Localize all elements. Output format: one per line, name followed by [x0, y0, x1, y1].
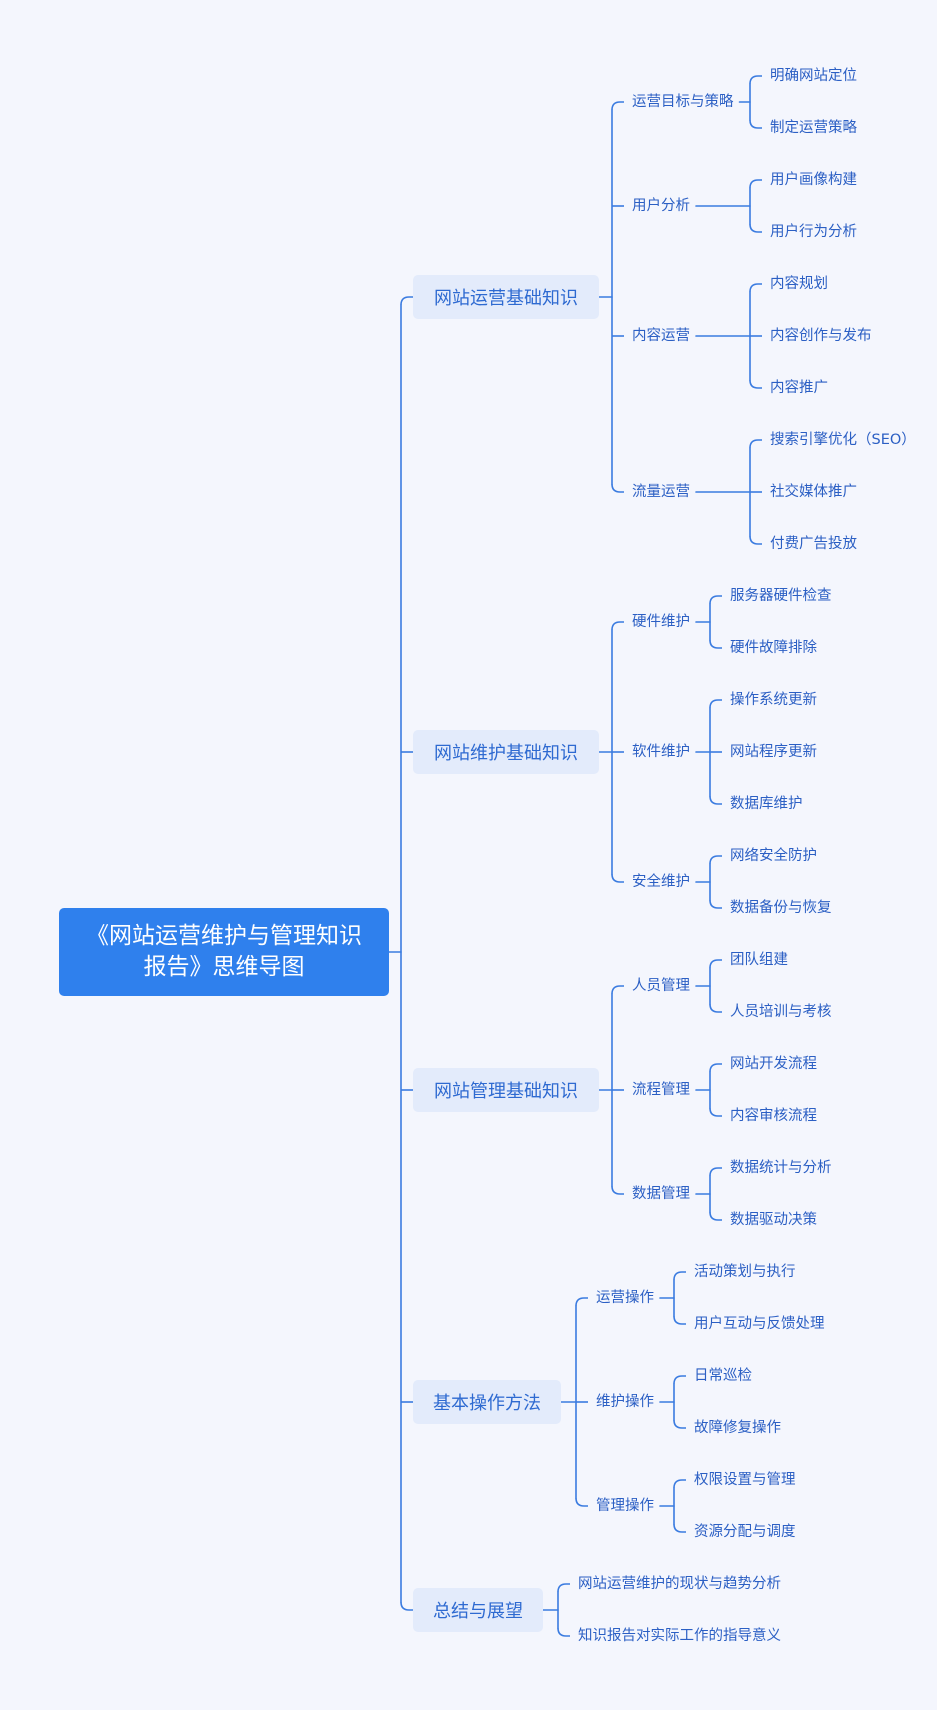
leaf-topic: 内容规划 — [770, 276, 828, 292]
leaf-topic: 明确网站定位 — [770, 68, 857, 84]
connector-branch — [749, 283, 762, 293]
connector-branch — [611, 873, 624, 883]
leaf-topic: 网站程序更新 — [730, 744, 817, 760]
connector-branch — [709, 1211, 722, 1221]
subtopic: 人员管理 — [632, 978, 690, 994]
leaf-topic: 搜索引擎优化（SEO） — [770, 432, 916, 448]
connector-branch — [749, 439, 762, 449]
leaf-topic: 数据备份与恢复 — [730, 900, 832, 916]
leaf-topic: 社交媒体推广 — [770, 484, 857, 500]
connector-branch — [557, 1627, 570, 1637]
connector-branch — [557, 1583, 570, 1593]
connector-branch — [673, 1315, 686, 1325]
connector-branch — [611, 985, 624, 995]
connector-branch — [749, 75, 762, 85]
leaf-topic: 活动策划与执行 — [694, 1264, 796, 1280]
connector-branch — [575, 1297, 588, 1307]
root-node: 《网站运营维护与管理知识报告》思维导图 — [59, 908, 389, 996]
leaf-topic: 日常巡检 — [694, 1368, 752, 1384]
connector-branch — [709, 959, 722, 969]
subtopic: 安全维护 — [632, 874, 690, 890]
branch-topic: 网站维护基础知识 — [413, 730, 599, 774]
leaf-topic: 硬件故障排除 — [730, 640, 817, 656]
leaf-topic: 故障修复操作 — [694, 1420, 781, 1436]
subtopic: 流程管理 — [632, 1082, 690, 1098]
subtopic: 数据管理 — [632, 1186, 690, 1202]
connector-branch — [749, 223, 762, 233]
connector-branch — [575, 1497, 588, 1507]
leaf-topic: 用户行为分析 — [770, 224, 857, 240]
connector-branch — [709, 899, 722, 909]
leaf-topic: 用户互动与反馈处理 — [694, 1316, 825, 1332]
connector-branch — [709, 595, 722, 605]
branch-topic: 总结与展望 — [413, 1588, 543, 1632]
subtopic: 知识报告对实际工作的指导意义 — [578, 1628, 781, 1644]
connector-branch — [749, 379, 762, 389]
subtopic: 运营操作 — [596, 1290, 654, 1306]
connector-branch — [709, 855, 722, 865]
leaf-topic: 人员培训与考核 — [730, 1004, 832, 1020]
subtopic: 流量运营 — [632, 484, 690, 500]
branch-topic: 基本操作方法 — [413, 1380, 561, 1424]
connector-branch — [709, 1003, 722, 1013]
connector-branch — [709, 1167, 722, 1177]
connector-branch — [749, 119, 762, 129]
connector-branch — [749, 535, 762, 545]
connector-branch — [611, 101, 624, 111]
leaf-topic: 网络安全防护 — [730, 848, 817, 864]
leaf-topic: 数据库维护 — [730, 796, 803, 812]
subtopic: 维护操作 — [596, 1394, 654, 1410]
branch-topic: 网站运营基础知识 — [413, 275, 599, 319]
leaf-topic: 内容创作与发布 — [770, 328, 872, 344]
leaf-topic: 网站开发流程 — [730, 1056, 817, 1072]
connector-branch — [673, 1479, 686, 1489]
leaf-topic: 内容审核流程 — [730, 1108, 817, 1124]
connector-branch — [673, 1419, 686, 1429]
branch-topic: 网站管理基础知识 — [413, 1068, 599, 1112]
leaf-topic: 权限设置与管理 — [694, 1472, 796, 1488]
connector-branch — [400, 296, 413, 306]
subtopic: 硬件维护 — [632, 614, 690, 630]
leaf-topic: 内容推广 — [770, 380, 828, 396]
subtopic: 管理操作 — [596, 1498, 654, 1514]
connector-branch — [673, 1271, 686, 1281]
leaf-topic: 操作系统更新 — [730, 692, 817, 708]
leaf-topic: 资源分配与调度 — [694, 1524, 796, 1540]
subtopic: 软件维护 — [632, 744, 690, 760]
connector-branch — [709, 1107, 722, 1117]
leaf-topic: 付费广告投放 — [770, 536, 857, 552]
subtopic: 用户分析 — [632, 198, 690, 214]
connector-branch — [611, 483, 624, 493]
connector-branch — [709, 795, 722, 805]
connector-branch — [611, 621, 624, 631]
subtopic: 内容运营 — [632, 328, 690, 344]
leaf-topic: 服务器硬件检查 — [730, 588, 832, 604]
connector-branch — [709, 699, 722, 709]
connector-branch — [709, 1063, 722, 1073]
leaf-topic: 数据驱动决策 — [730, 1212, 817, 1228]
subtopic: 网站运营维护的现状与趋势分析 — [578, 1576, 781, 1592]
connector-branch — [611, 1185, 624, 1195]
connector-branch — [709, 639, 722, 649]
leaf-topic: 用户画像构建 — [770, 172, 857, 188]
connector-branch — [400, 1601, 413, 1611]
connector-branch — [673, 1375, 686, 1385]
connector-branch — [749, 179, 762, 189]
leaf-topic: 制定运营策略 — [770, 120, 857, 136]
connector-branch — [673, 1523, 686, 1533]
leaf-topic: 数据统计与分析 — [730, 1160, 832, 1176]
leaf-topic: 团队组建 — [730, 952, 788, 968]
subtopic: 运营目标与策略 — [632, 94, 734, 110]
